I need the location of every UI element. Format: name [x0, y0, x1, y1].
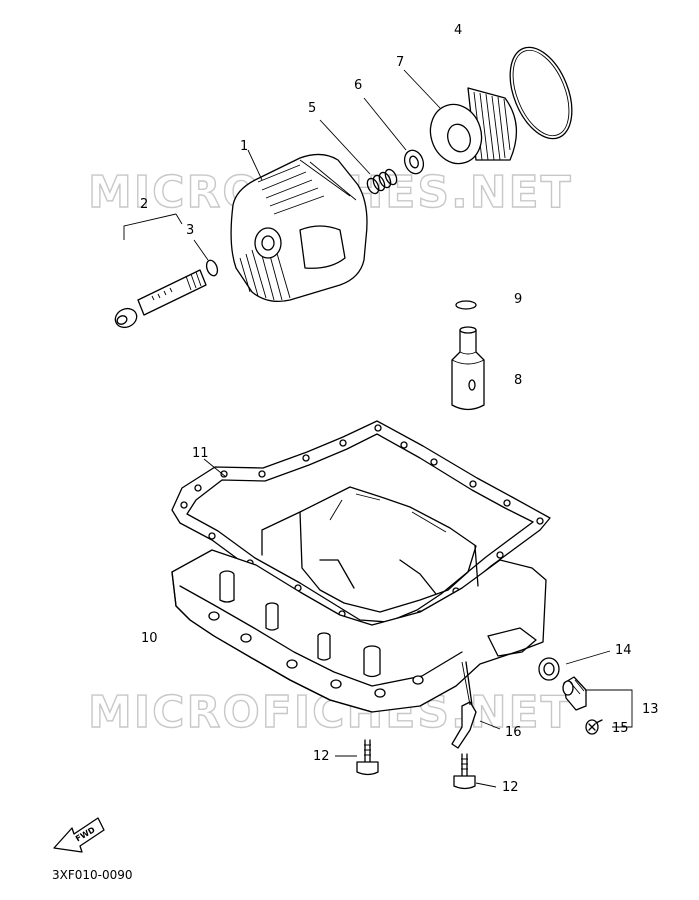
callout-11: 11 — [192, 446, 209, 461]
callout-12-left: 12 — [313, 749, 330, 764]
callout-3: 3 — [186, 223, 194, 238]
part-15-washer — [538, 657, 560, 681]
part-8-strainer-pipe — [451, 326, 485, 411]
callout-14: 15 — [612, 721, 629, 736]
part-6-washer — [403, 149, 425, 175]
callout-9: 9 — [514, 292, 522, 307]
part-2-union-bolt — [114, 269, 207, 329]
callout-4: 4 — [454, 23, 462, 38]
part-16-clip — [451, 661, 477, 749]
callout-10: 10 — [141, 631, 158, 646]
part-12-bolt-right — [453, 753, 476, 790]
callout-2: 2 — [140, 197, 148, 212]
bracket-2 — [123, 213, 183, 240]
part-3-o-ring — [205, 259, 219, 277]
callout-16: 16 — [505, 725, 522, 740]
part-4-o-ring — [509, 46, 573, 140]
part-9-o-ring — [455, 300, 477, 310]
callout-7: 7 — [396, 55, 404, 70]
callout-8: 8 — [514, 373, 522, 388]
part-1-filter-cover — [230, 153, 368, 303]
leader-lines — [193, 69, 611, 788]
callout-6: 6 — [354, 78, 362, 93]
callout-12-right: 12 — [502, 780, 519, 795]
callout-5: 5 — [308, 101, 316, 116]
part-13-drain-bolt — [562, 676, 587, 711]
diagram-code: 3XF010-0090 — [52, 868, 133, 882]
part-7-oil-filter — [429, 87, 518, 165]
callout-15: 14 — [615, 643, 632, 658]
part-5-spring — [366, 168, 398, 195]
callout-13: 13 — [642, 702, 659, 717]
part-12-bolt-left — [356, 739, 379, 776]
callout-1: 1 — [240, 139, 248, 154]
fwd-arrow-icon: FWD — [53, 817, 105, 853]
bracket-13 — [585, 689, 633, 728]
part-10-oil-pan — [171, 486, 547, 713]
part-14-screw — [585, 719, 603, 735]
